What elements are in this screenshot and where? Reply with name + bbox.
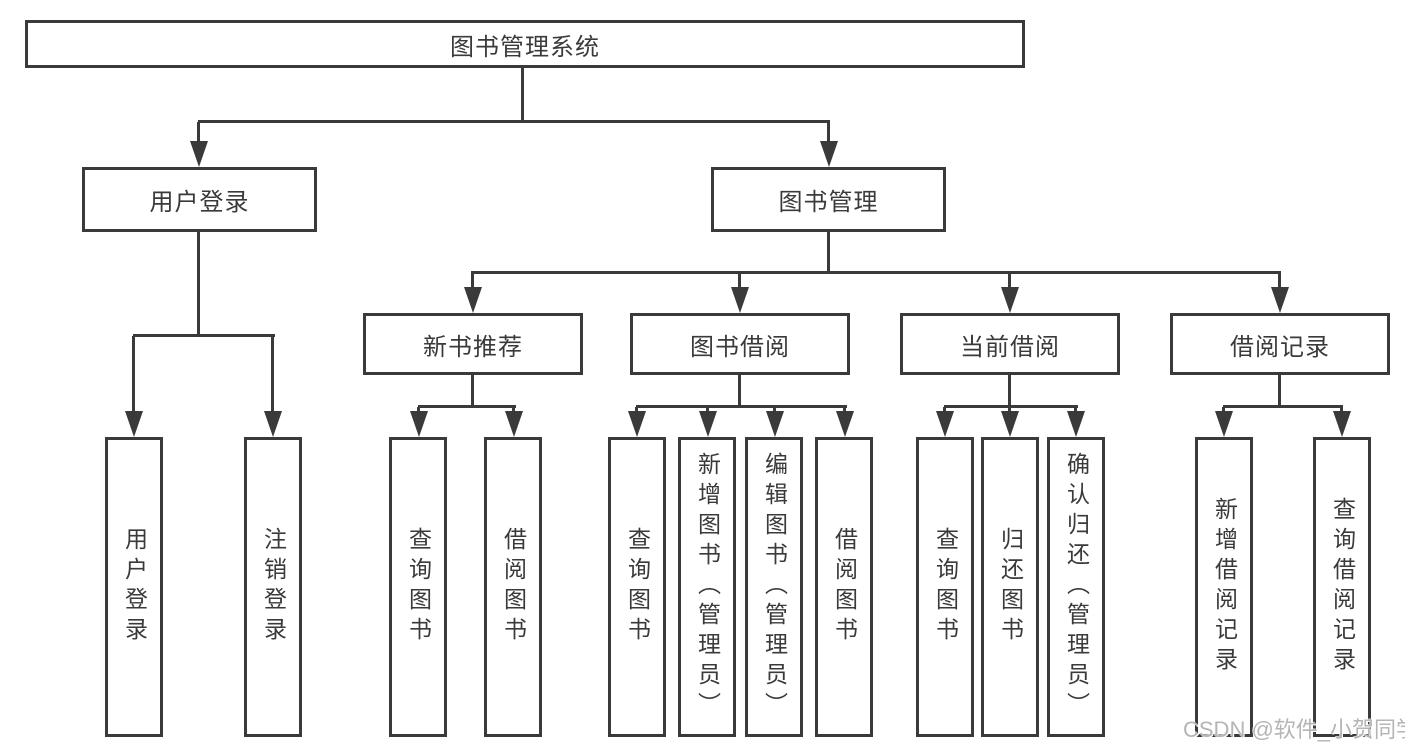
connector-borrow-records-stub	[1278, 375, 1281, 407]
arrowhead-icon	[410, 411, 428, 437]
node-label: 用户登录	[121, 527, 148, 647]
node-root: 图书管理系统	[25, 20, 1025, 68]
connector-rail-user-login	[133, 334, 275, 337]
node-book-borrow: 图书借阅	[630, 313, 850, 375]
leaf-cb-confirm-return-admin: 确认归还（管理员）	[1047, 437, 1105, 737]
connector-drop-logout	[271, 336, 274, 414]
arrowhead-icon	[699, 411, 717, 437]
node-borrow-records: 借阅记录	[1170, 313, 1390, 375]
node-label: 编辑图书（管理员）	[761, 452, 788, 722]
connector-rail-borrow-records	[1223, 405, 1343, 408]
node-label: 借阅记录	[1230, 333, 1330, 361]
leaf-br-add-record: 新增借阅记录	[1195, 437, 1253, 737]
connector-rail-new-book-rec	[418, 405, 516, 408]
connector-drop-book-borrow	[738, 273, 741, 291]
node-label: 用户登录	[149, 189, 250, 216]
node-book-management: 图书管理	[711, 167, 946, 232]
node-label: 图书管理系统	[450, 33, 600, 61]
leaf-bb-query-books: 查询图书	[608, 437, 666, 737]
connector-drop-user-login	[197, 122, 200, 144]
arrowhead-icon	[836, 411, 854, 437]
leaf-rec-borrow-books: 借阅图书	[484, 437, 542, 737]
connector-drop-current-borrow	[1008, 273, 1011, 291]
connector-new-book-rec-stub	[471, 375, 474, 407]
node-label: 查询图书	[932, 527, 959, 647]
leaf-bb-borrow-books: 借阅图书	[815, 437, 873, 737]
node-label: 查询图书	[405, 527, 432, 647]
arrowhead-icon	[1333, 411, 1351, 437]
connector-rail-level2	[198, 120, 830, 123]
connector-rail-book-borrow	[636, 405, 847, 408]
arrowhead-icon	[1067, 411, 1085, 437]
connector-drop-new-book-rec	[471, 273, 474, 291]
arrowhead-icon	[1001, 287, 1019, 313]
leaf-cb-query-books: 查询图书	[916, 437, 974, 737]
arrowhead-icon	[820, 141, 838, 167]
connector-user-login-stub	[197, 232, 200, 336]
node-user-login: 用户登录	[82, 167, 317, 232]
leaf-rec-query-books: 查询图书	[389, 437, 447, 737]
csdn-watermark: CSDN @软件_小贺同学	[1183, 717, 1405, 742]
leaf-bb-edit-books-admin: 编辑图书（管理员）	[745, 437, 803, 737]
node-label: 注销登录	[260, 527, 287, 647]
connector-root-stub	[521, 67, 524, 122]
node-label: 当前借阅	[960, 333, 1060, 361]
leaf-logout-login: 注销登录	[244, 437, 302, 737]
connector-drop-book-mgmt	[827, 122, 830, 144]
connector-rail-level3	[471, 271, 1281, 274]
node-label: 查询图书	[624, 527, 651, 647]
node-label: 查询借阅记录	[1329, 497, 1356, 677]
leaf-br-query-record: 查询借阅记录	[1313, 437, 1371, 737]
leaf-bb-add-books-admin: 新增图书（管理员）	[678, 437, 736, 737]
connector-current-borrow-stub	[1008, 375, 1011, 407]
node-label: 新增借阅记录	[1211, 497, 1238, 677]
arrowhead-icon	[766, 411, 784, 437]
arrowhead-icon	[731, 287, 749, 313]
node-current-borrow: 当前借阅	[900, 313, 1120, 375]
node-label: 确认归还（管理员）	[1063, 452, 1090, 722]
node-label: 借阅图书	[500, 527, 527, 647]
node-label: 图书借阅	[690, 333, 790, 361]
node-label: 借阅图书	[831, 527, 858, 647]
connector-book-borrow-stub	[738, 375, 741, 407]
arrowhead-icon	[190, 141, 208, 167]
arrowhead-icon	[628, 411, 646, 437]
arrowhead-icon	[1271, 287, 1289, 313]
node-label: 新书推荐	[423, 333, 523, 361]
arrowhead-icon	[1001, 411, 1019, 437]
arrowhead-icon	[936, 411, 954, 437]
connector-drop-borrow-records	[1278, 273, 1281, 291]
arrowhead-icon	[464, 287, 482, 313]
node-label: 新增图书（管理员）	[694, 452, 721, 722]
arrowhead-icon	[264, 411, 282, 437]
leaf-user-login: 用户登录	[105, 437, 163, 737]
arrowhead-icon	[505, 411, 523, 437]
arrowhead-icon	[125, 411, 143, 437]
arrowhead-icon	[1215, 411, 1233, 437]
node-label: 图书管理	[778, 189, 879, 216]
connector-book-mgmt-stub	[827, 232, 830, 273]
connector-rail-current-borrow	[944, 405, 1078, 408]
node-new-book-recommend: 新书推荐	[363, 313, 583, 375]
node-label: 归还图书	[997, 527, 1024, 647]
connector-drop-login	[132, 336, 135, 414]
leaf-cb-return-books: 归还图书	[981, 437, 1039, 737]
